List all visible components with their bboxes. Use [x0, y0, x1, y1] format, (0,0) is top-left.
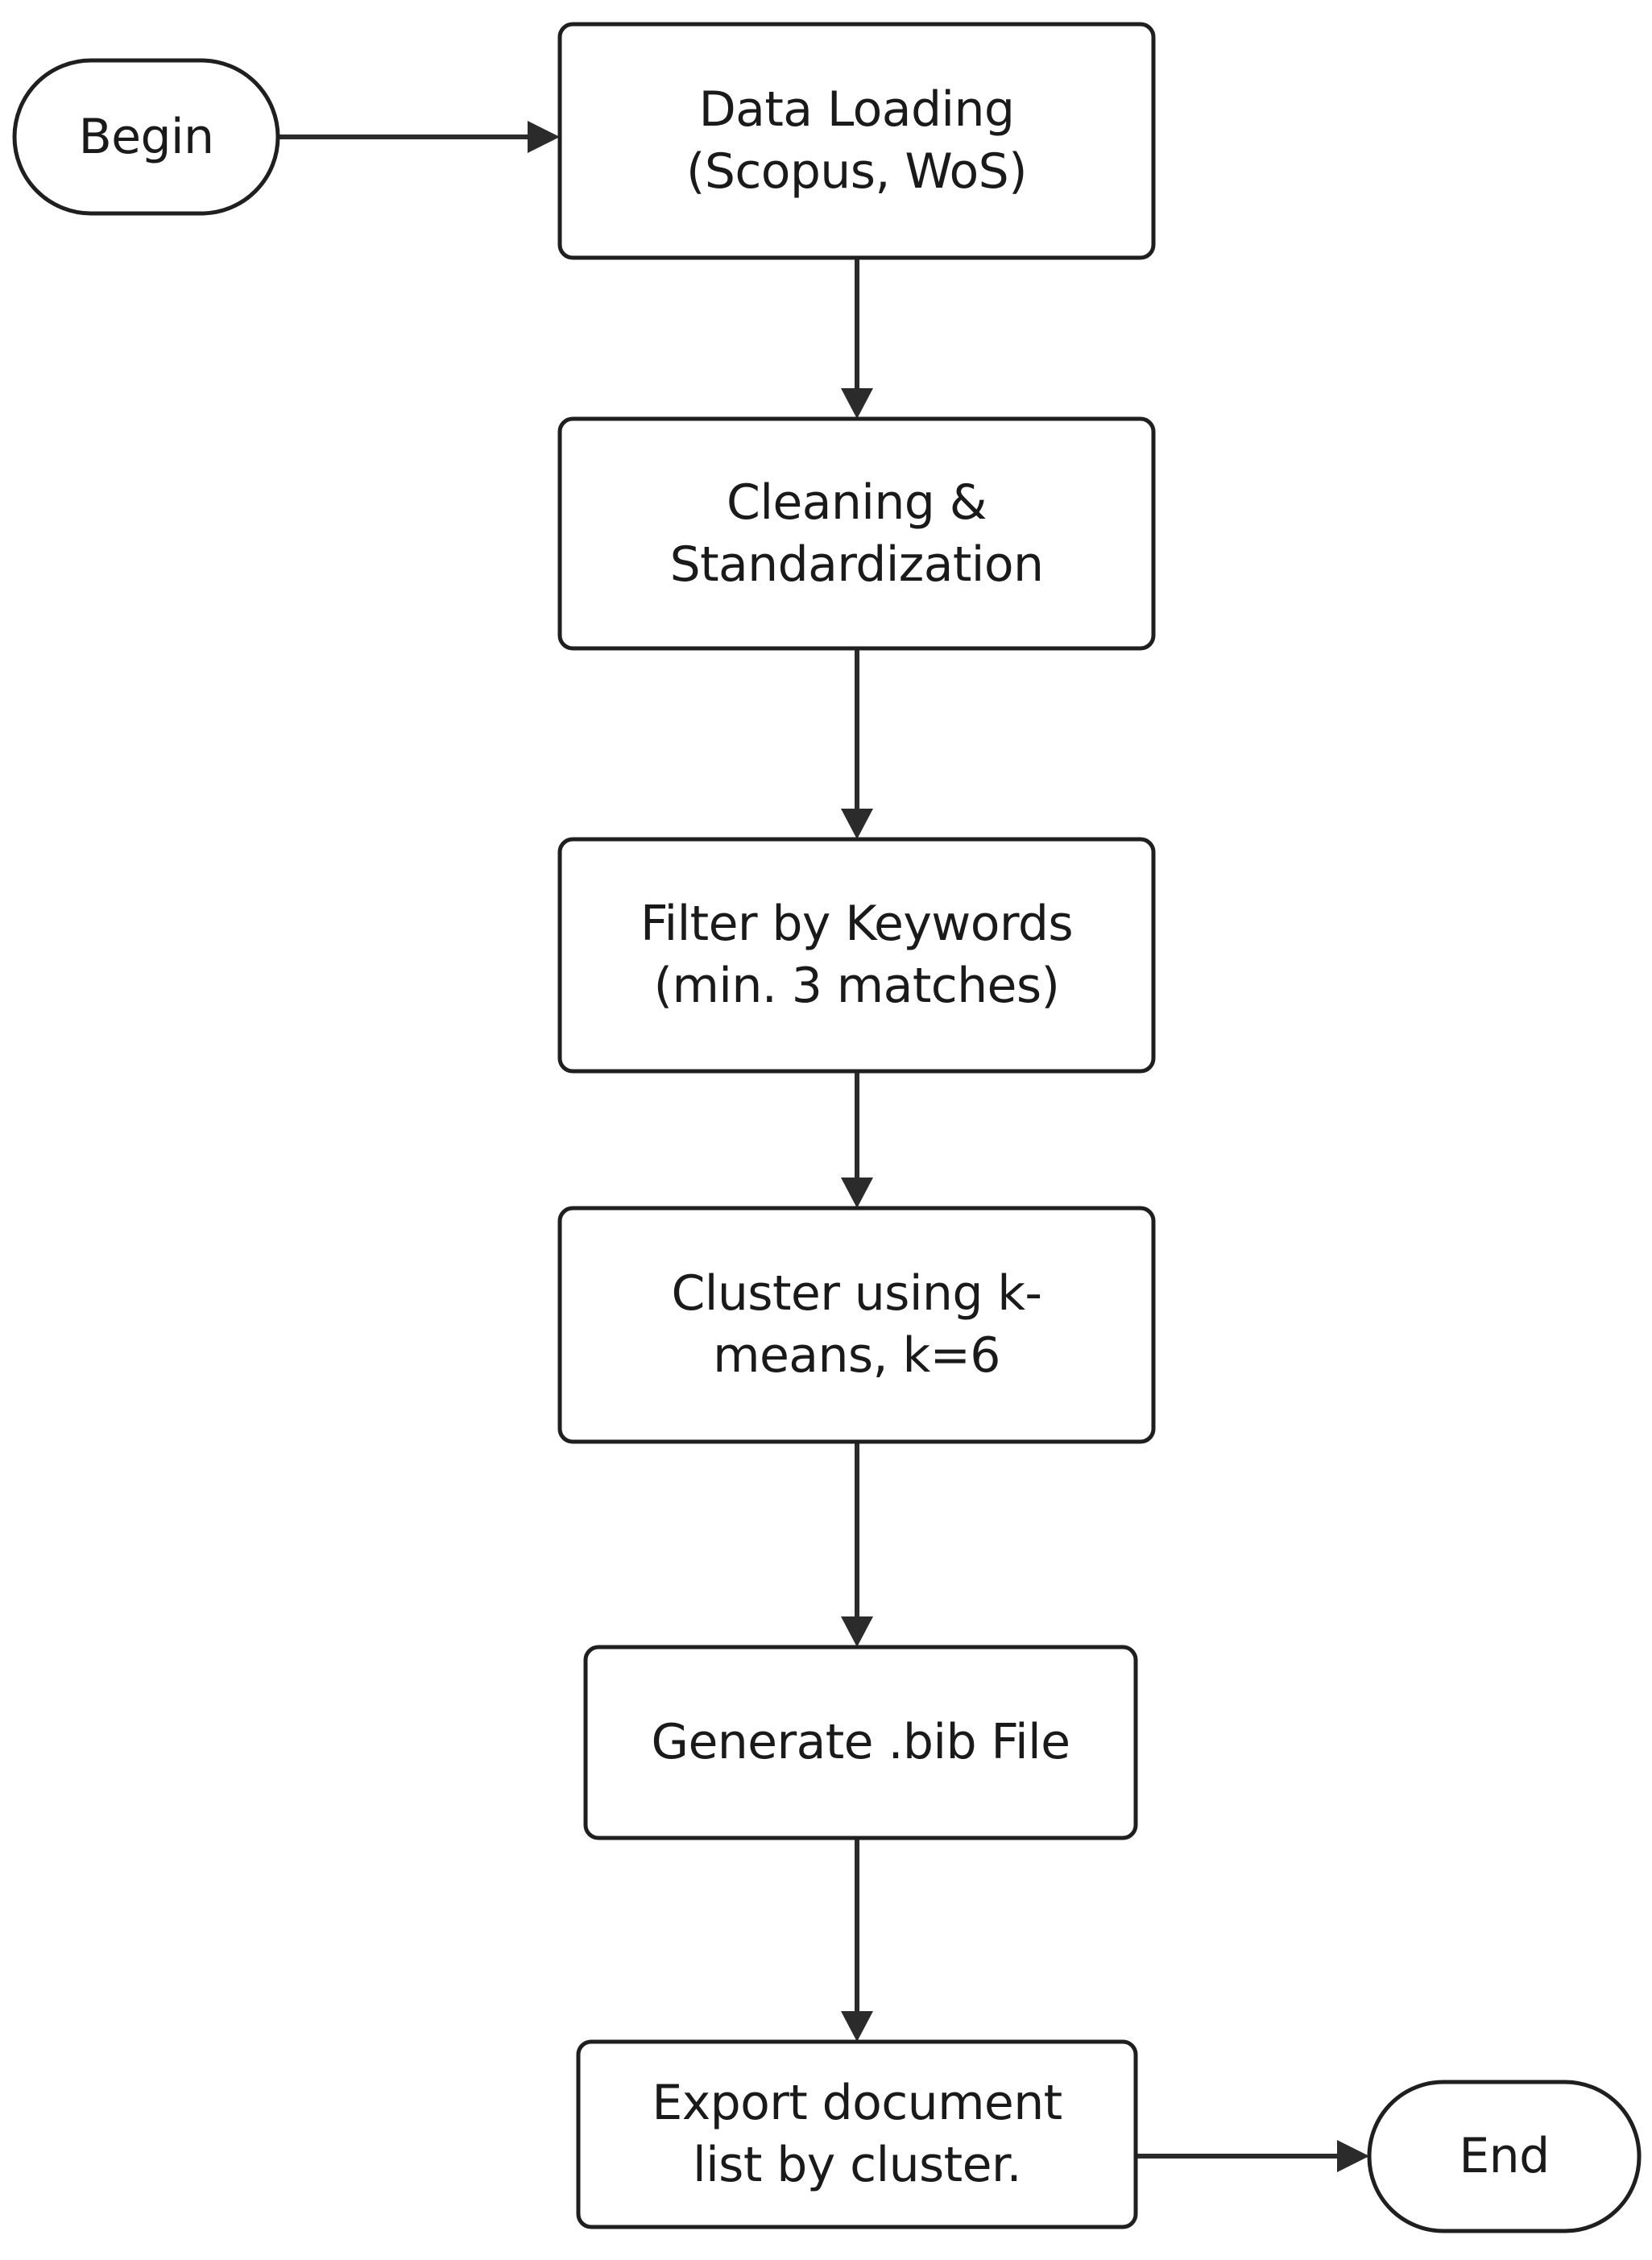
edge-cluster-to-generate — [841, 1442, 873, 1647]
edge-data-loading-to-cleaning — [841, 258, 873, 419]
node-export-list-shape[interactable] — [576, 2039, 1138, 2229]
edge-cleaning-to-filter — [841, 648, 873, 839]
edge-generate-to-export — [841, 1838, 873, 2042]
node-filter-keywords-shape[interactable] — [557, 837, 1156, 1074]
node-generate-bib-shape[interactable] — [583, 1645, 1138, 1840]
edge-export-to-end — [1136, 2140, 1369, 2172]
node-cleaning-standardization-shape[interactable] — [557, 416, 1156, 651]
edge-begin-to-data-loading — [279, 121, 560, 153]
node-cluster-kmeans-shape[interactable] — [557, 1206, 1156, 1444]
edge-filter-to-cluster — [841, 1071, 873, 1208]
node-begin-shape[interactable] — [12, 58, 280, 216]
node-end-shape[interactable] — [1367, 2080, 1642, 2233]
node-data-loading-shape[interactable] — [557, 22, 1156, 260]
